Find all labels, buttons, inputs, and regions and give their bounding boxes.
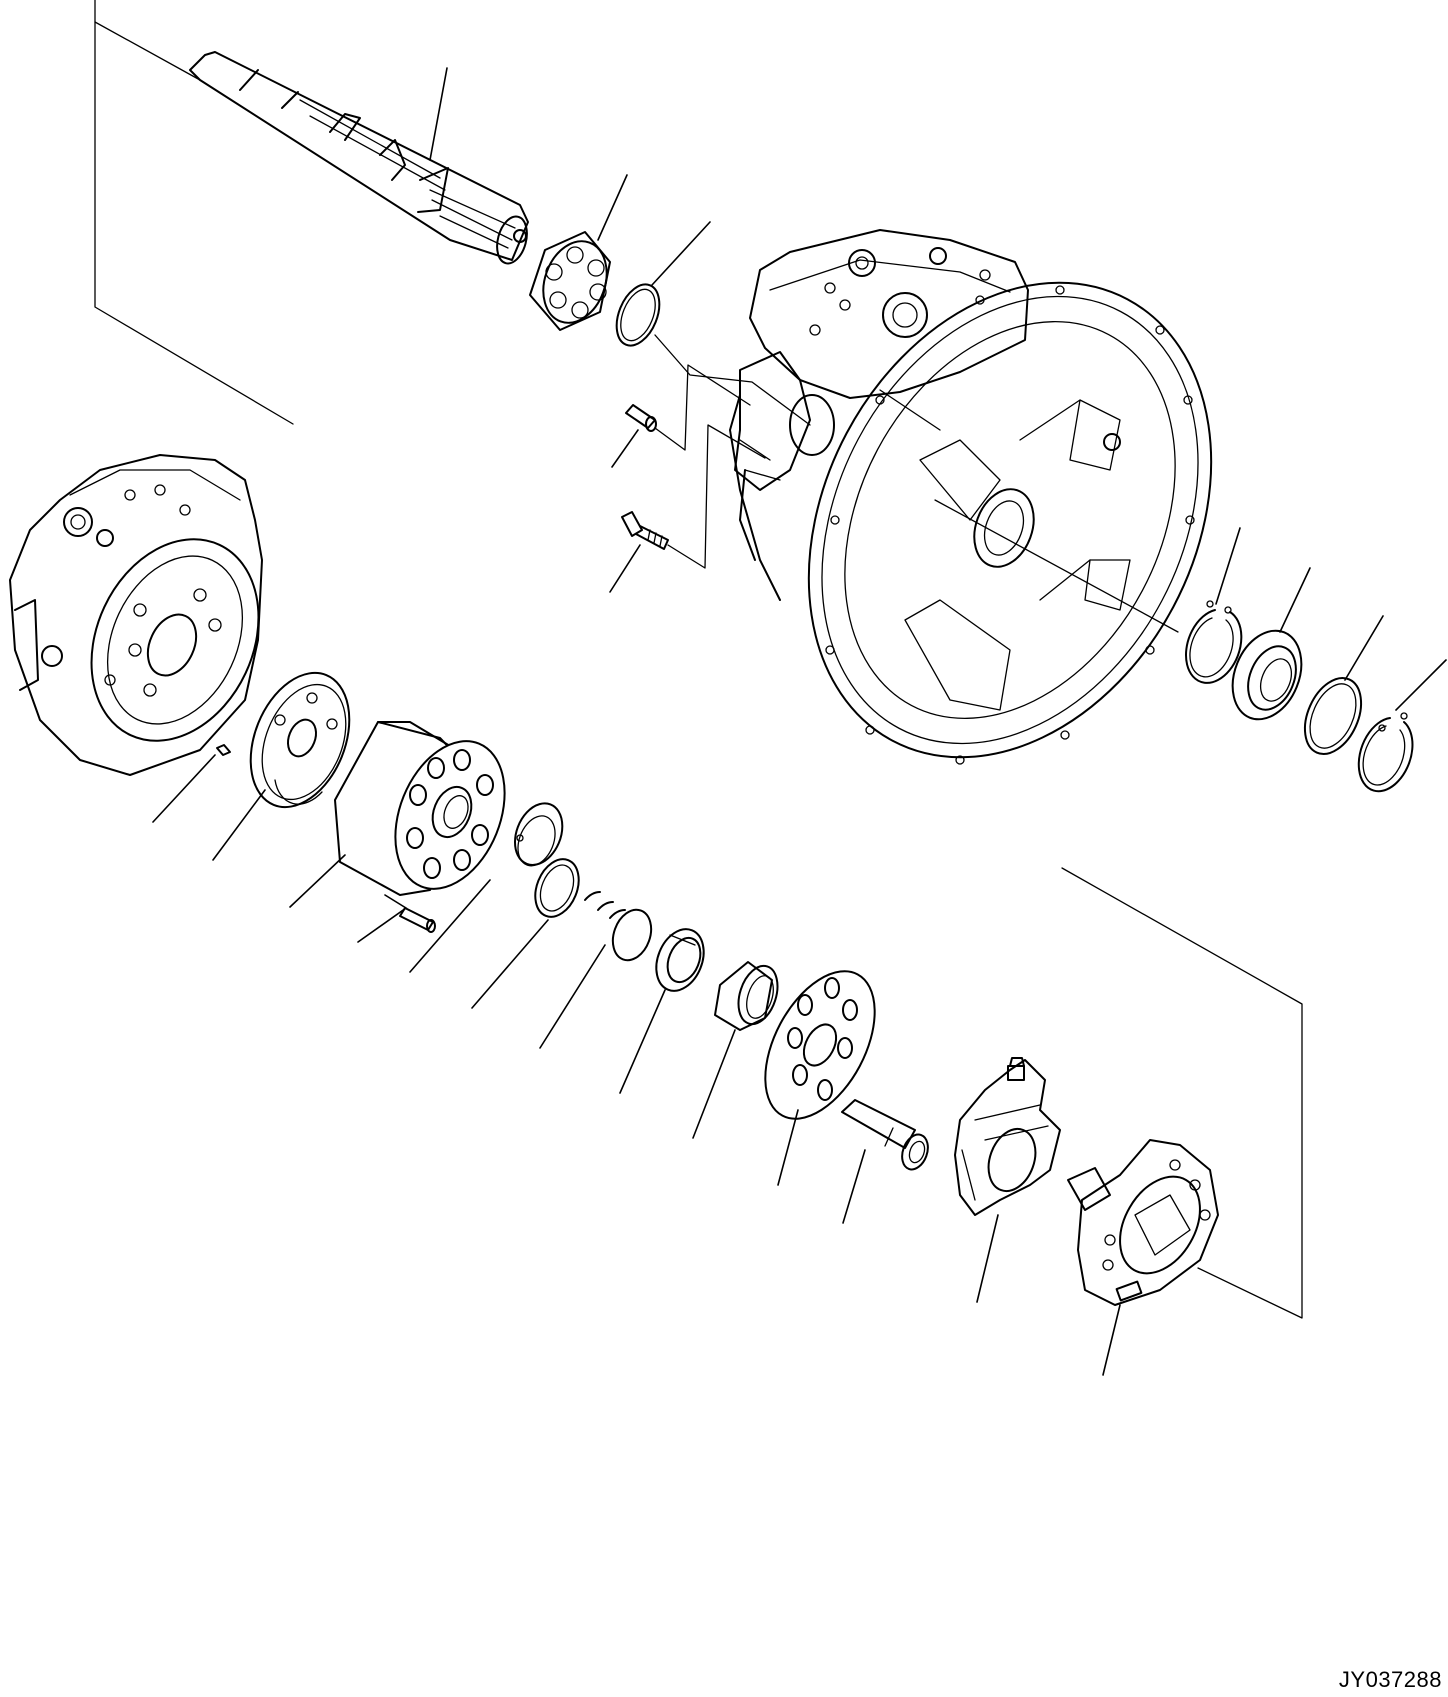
leader-cylinder-block (289, 854, 346, 908)
leader-spacer-ring-right (1344, 615, 1384, 681)
leader-shaft-bearing (597, 174, 628, 241)
leader-snap-ring-center (409, 879, 491, 973)
leader-valve-plate (212, 789, 266, 861)
servo-piston[interactable] (841, 1099, 932, 1173)
spherical-bushing[interactable] (648, 922, 713, 998)
assembly-outline-lower (1061, 867, 1303, 1319)
leader-bracket-pins (654, 364, 751, 451)
retainer-plate[interactable] (743, 953, 898, 1137)
swash-plate[interactable] (954, 1057, 1061, 1216)
leader-guide-bushing (692, 1029, 736, 1139)
valve-plate[interactable] (232, 658, 368, 822)
drive-shaft[interactable] (189, 51, 532, 267)
leader-spring (539, 944, 606, 1049)
leader-swash-plate (976, 1214, 999, 1303)
spacer-ring-upper[interactable] (608, 278, 667, 352)
leader-spacer-ring-upper (651, 221, 711, 286)
guide-bushing[interactable] (714, 961, 784, 1031)
cradle[interactable] (1067, 1139, 1219, 1306)
leader-dowel-pin (611, 429, 639, 468)
assembly-axis-case (934, 499, 1179, 633)
spacer-ring-right[interactable] (1294, 669, 1372, 762)
leader-spring-seat-ring (471, 919, 549, 1009)
leader-retainer-ring-right (1395, 659, 1447, 711)
snap-ring-center[interactable] (514, 802, 564, 867)
retainer-ring-right[interactable] (1357, 712, 1414, 793)
leader-snap-ring-right (1215, 527, 1241, 605)
assembly-outline-upper (94, 0, 811, 426)
leader-retainer-plate (777, 1109, 799, 1186)
cylinder-block[interactable] (334, 721, 525, 905)
spring[interactable] (584, 891, 658, 966)
bolt[interactable] (621, 511, 669, 550)
spring-seat-ring[interactable] (527, 853, 587, 924)
end-cap[interactable] (9, 454, 290, 776)
snap-ring-right[interactable] (1185, 600, 1243, 684)
small-pin[interactable] (216, 744, 231, 756)
leader-servo-piston (842, 1149, 866, 1224)
leader-bolt (609, 544, 641, 593)
leader-center-pin (357, 894, 408, 943)
leader-bracket-bolt (667, 424, 766, 569)
leader-small-pin (152, 754, 216, 823)
leader-spherical-bushing (619, 989, 666, 1094)
drawing-id: JY037288 (1338, 1667, 1442, 1692)
center-pin[interactable] (399, 907, 436, 933)
oil-seal[interactable] (1220, 620, 1314, 729)
leader-cradle (1102, 1304, 1121, 1376)
leader-oil-seal (1279, 567, 1311, 633)
pump-case[interactable] (729, 212, 1290, 827)
dowel-pin[interactable] (625, 404, 657, 432)
leader-drive-shaft (429, 67, 448, 161)
shaft-bearing[interactable] (529, 231, 618, 332)
